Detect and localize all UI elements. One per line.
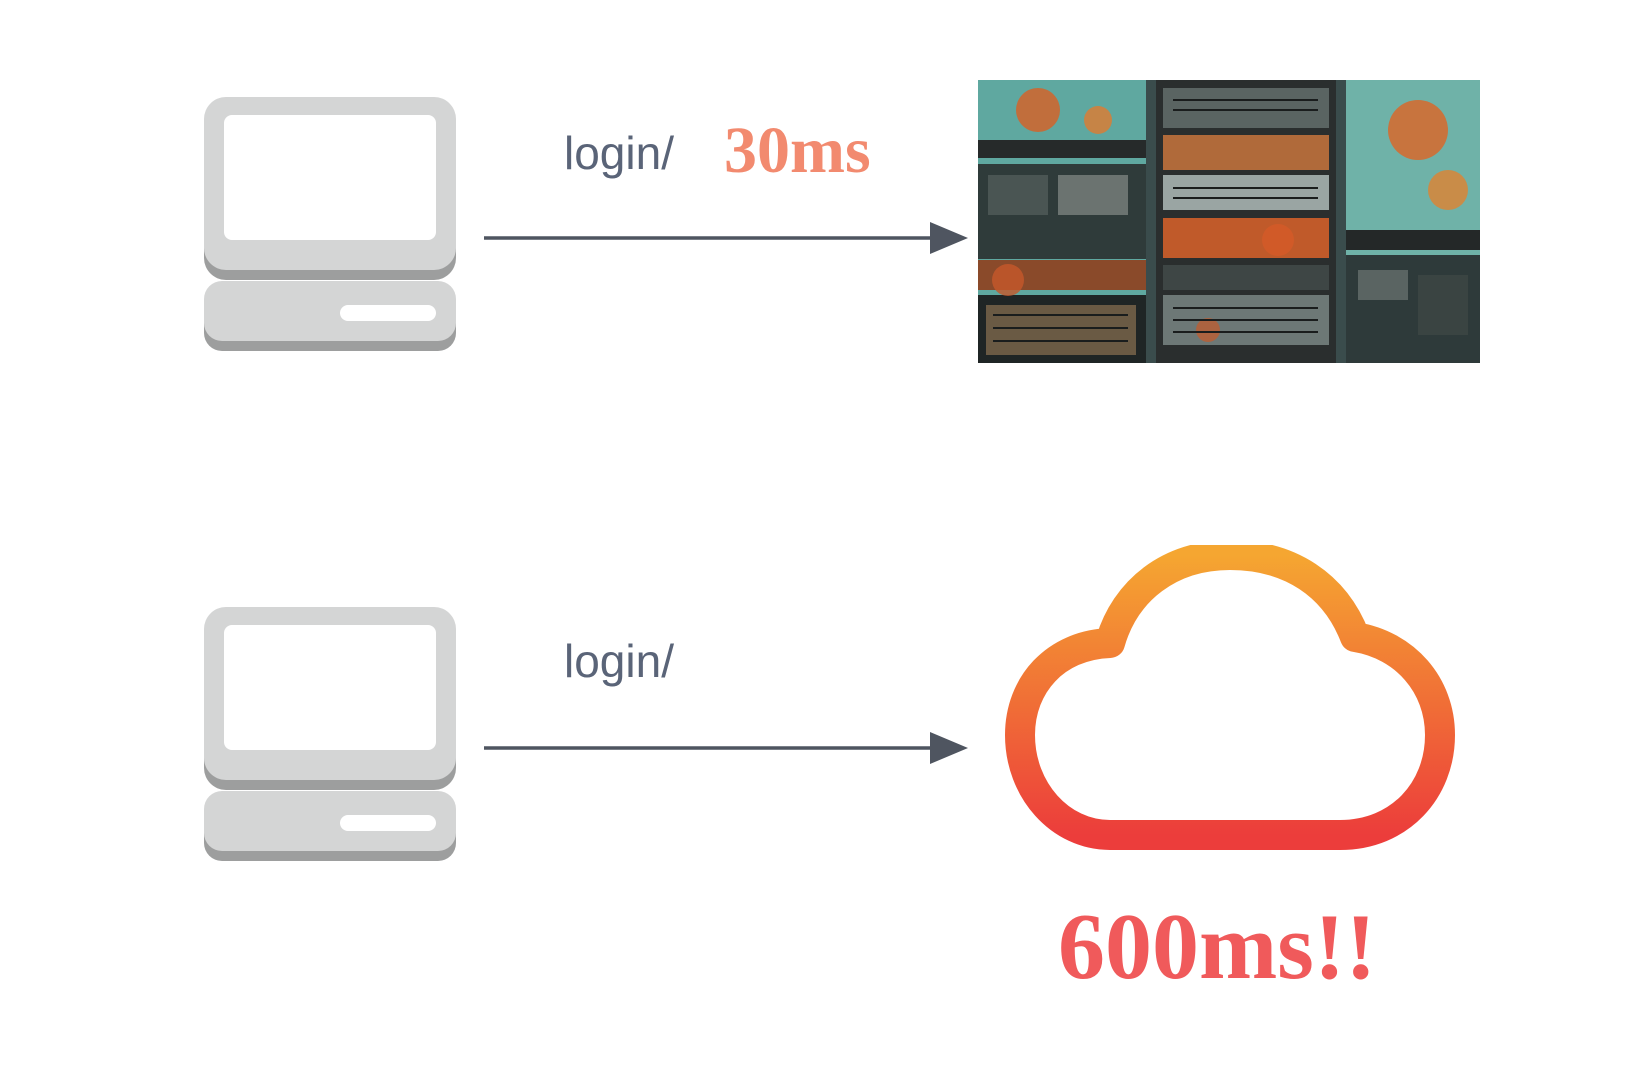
desktop-computer-icon <box>204 607 456 861</box>
request-label-login: login/ <box>564 635 674 687</box>
server-rack-photo <box>978 80 1480 363</box>
desktop-computer-icon <box>204 97 456 351</box>
request-label-login: login/ <box>564 127 674 179</box>
latency-fast-label: 30ms <box>724 114 871 187</box>
latency-slow-label: 600ms!! <box>1058 895 1377 999</box>
cloud-icon <box>1005 545 1455 850</box>
request-arrow <box>484 222 968 254</box>
request-arrow <box>484 732 968 764</box>
